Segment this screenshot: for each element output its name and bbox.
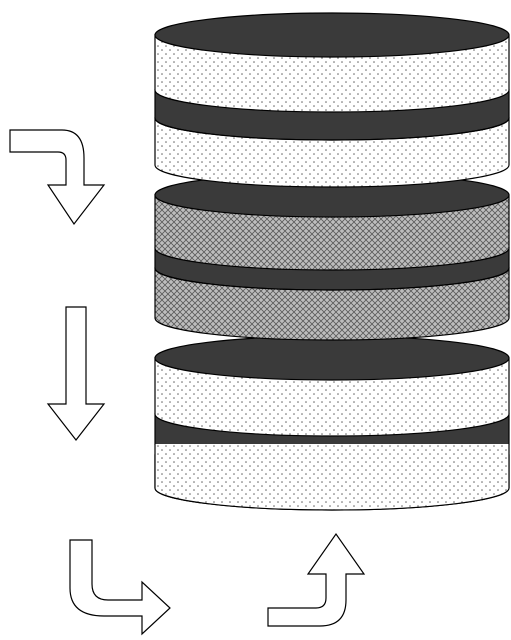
arrow-curve-right-up: [267, 532, 366, 627]
disk-bottom: [154, 335, 510, 511]
arrow-straight-down: [46, 306, 106, 441]
disk-bottom-top: [154, 335, 510, 381]
arrow-curve-down-right: [69, 539, 171, 636]
disk-top-top: [154, 12, 510, 58]
disk-middle: [154, 172, 510, 341]
disk-top: [154, 12, 510, 188]
disk-bottom-lower-layer-side: [154, 444, 510, 511]
disk-stack: [154, 12, 510, 511]
arrow-curve-right-down: [9, 129, 106, 226]
